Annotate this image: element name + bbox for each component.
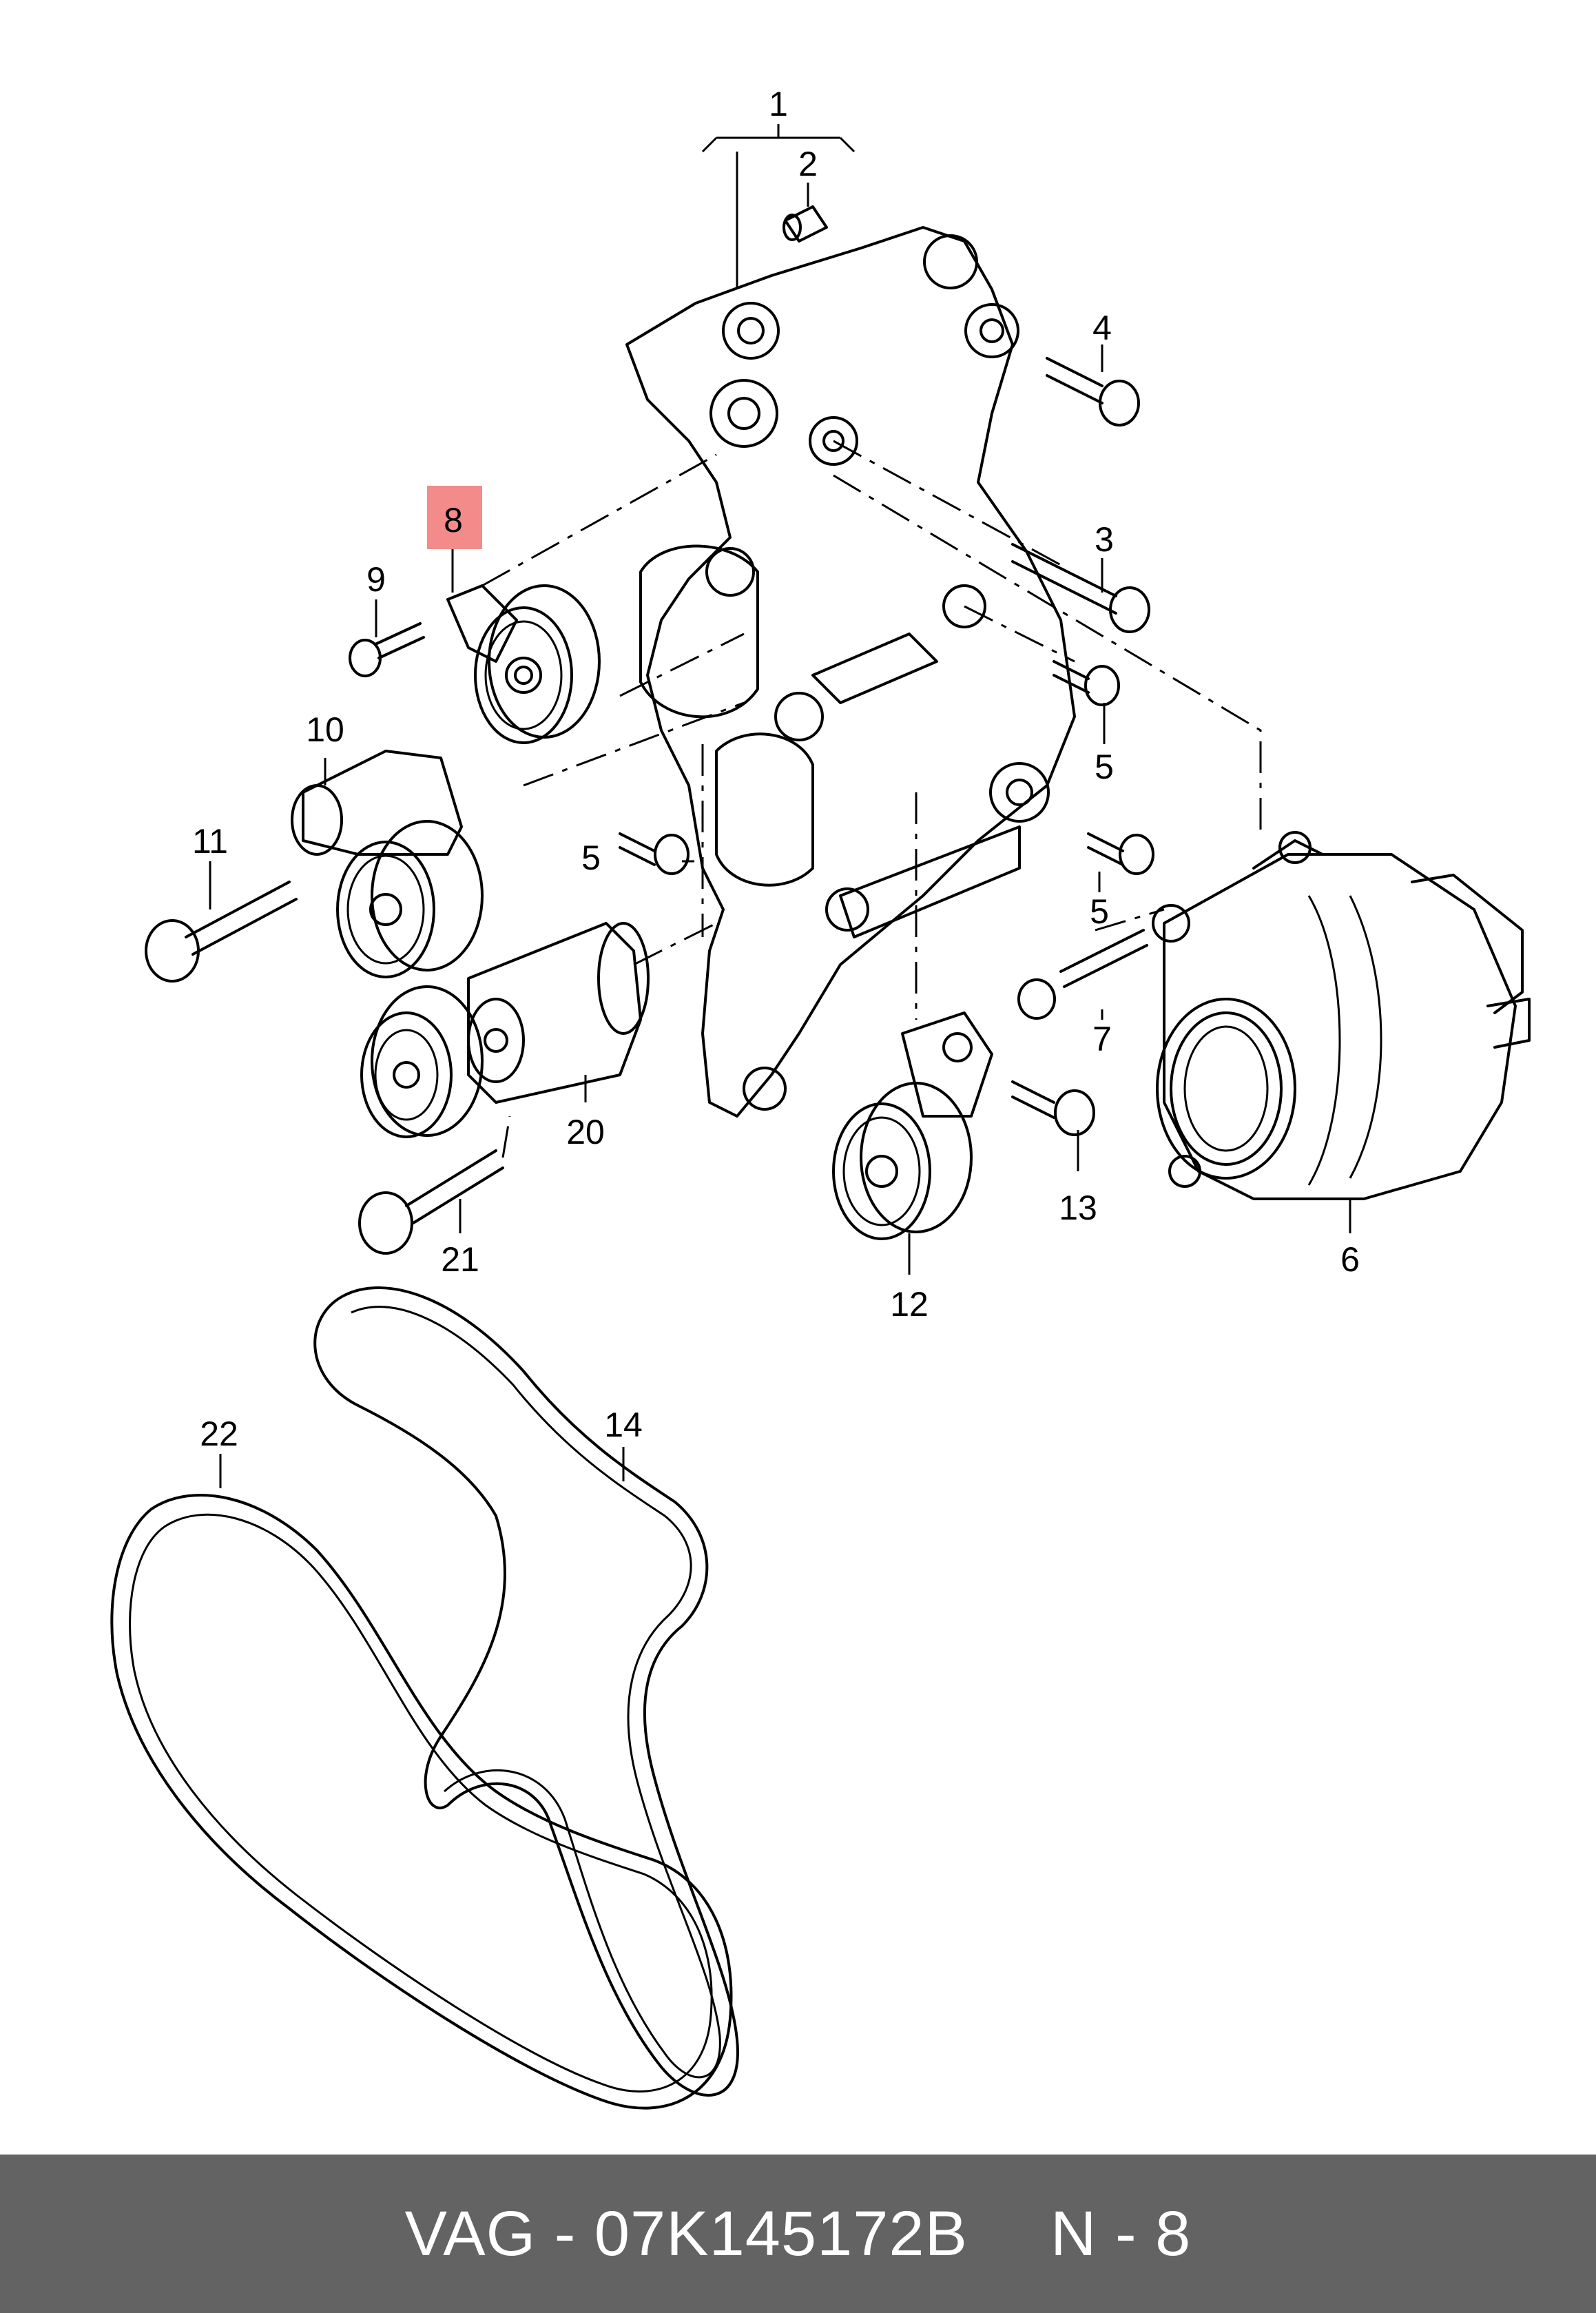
bolt-part-7 [1017, 929, 1148, 1020]
callout-5a: 5 [1095, 748, 1114, 786]
footer-part-number: VAG - 07K145172B [404, 2198, 968, 2269]
bolt-part-9 [349, 622, 425, 677]
bolt-part-5b [1087, 832, 1154, 875]
callout-6: 6 [1340, 1240, 1360, 1279]
callout-5b: 5 [1090, 892, 1109, 931]
footer-position: N - 8 [1050, 2198, 1192, 2269]
callout-leaders [209, 124, 1351, 1488]
tensioner-roller-part-8 [446, 584, 601, 744]
idler-roller-part-12 [832, 1011, 993, 1240]
callout-5c: 5 [581, 839, 601, 877]
bolt-part-11 [145, 881, 298, 983]
bracket-part-1 [625, 226, 1076, 1118]
assembly-lines [481, 440, 1262, 1158]
callout-labels: 1 2 4 3 5 5 5 7 8 9 10 11 13 12 6 20 21 … [192, 85, 1360, 1453]
belt-part-22 [110, 1494, 733, 2110]
callout-2: 2 [798, 145, 818, 183]
callout-3: 3 [1095, 520, 1114, 559]
bolt-part-4 [1046, 357, 1140, 426]
callout-12: 12 [890, 1285, 929, 1324]
alternator-part-6 [1152, 831, 1531, 1200]
callout-9: 9 [366, 560, 386, 599]
tensioner-part-10 [291, 750, 484, 978]
bolt-part-5c [619, 832, 690, 875]
bolt-part-13 [1011, 1080, 1095, 1136]
callout-1: 1 [769, 85, 788, 123]
callout-11: 11 [192, 822, 228, 861]
callout-8: 8 [444, 501, 463, 539]
callout-7: 7 [1092, 1020, 1112, 1058]
callout-20: 20 [566, 1113, 605, 1151]
footer-bar: VAG - 07K145172B N - 8 [0, 2155, 1596, 2313]
exploded-parts-diagram: 1 2 4 3 5 5 5 7 8 9 10 11 13 12 6 20 21 … [110, 85, 1531, 2110]
belt-part-14 [313, 1286, 739, 2097]
damper-part-20 [360, 922, 650, 1138]
callout-21: 21 [441, 1240, 479, 1279]
callout-13: 13 [1059, 1189, 1097, 1227]
bolt-part-21 [358, 1149, 504, 1255]
bolt-part-5a [1053, 660, 1120, 706]
callout-22: 22 [200, 1415, 238, 1453]
callout-14: 14 [604, 1406, 643, 1444]
bolt-part-3 [1011, 543, 1150, 633]
highlight-box [427, 486, 482, 549]
pin-part-2 [783, 205, 828, 243]
callout-4: 4 [1092, 309, 1112, 347]
callout-10: 10 [306, 710, 344, 749]
